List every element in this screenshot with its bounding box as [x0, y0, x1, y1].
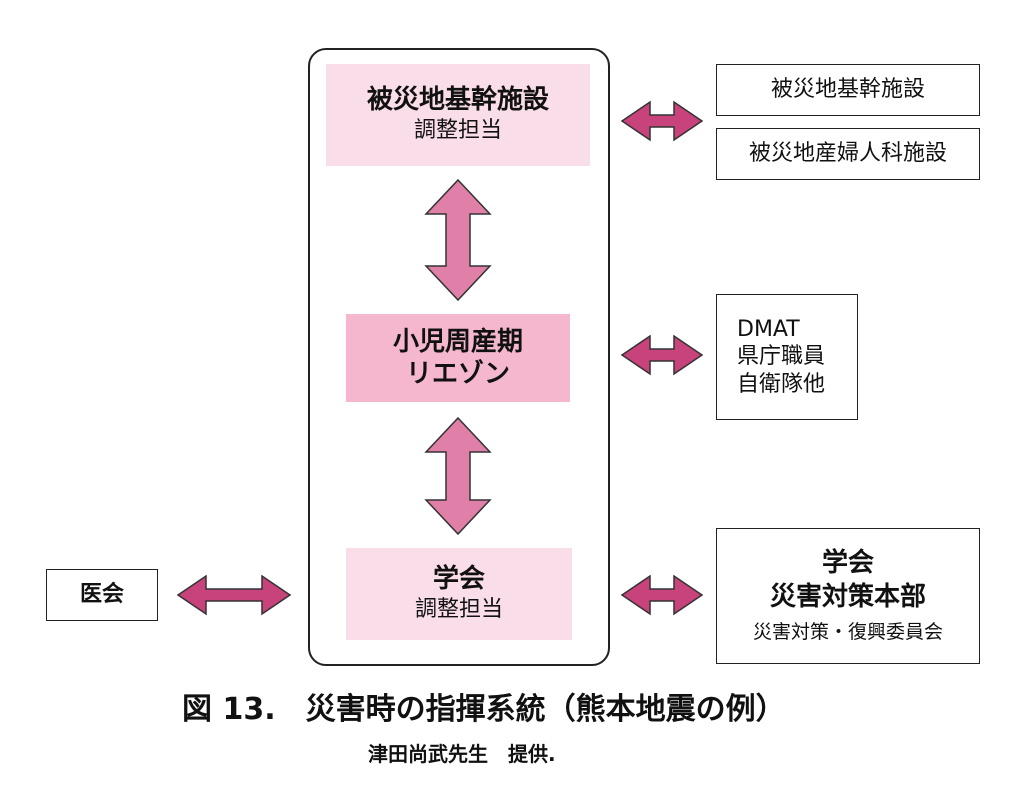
- right-box-dmat-line1: DMAT: [737, 316, 800, 342]
- center-box-base-facility-sub: 調整担当: [413, 117, 502, 143]
- right-box-disaster-hq-sub: 災害対策・復興委員会: [752, 621, 943, 644]
- center-box-base-facility-title: 被災地基幹施設: [366, 85, 549, 116]
- center-box-society-sub: 調整担当: [414, 596, 503, 622]
- center-box-liaison: 小児周産期 リエゾン: [346, 314, 570, 402]
- horizontal-arrow-right-top: [620, 100, 704, 142]
- horizontal-arrow-right-middle: [620, 334, 704, 376]
- figure-caption: 図 13. 災害時の指揮系統（熊本地震の例）: [182, 692, 786, 727]
- center-box-society: 学会 調整担当: [346, 548, 572, 640]
- vertical-arrow-bottom: [424, 416, 492, 536]
- right-box-base-facility-label: 被災地基幹施設: [770, 77, 925, 103]
- center-box-society-title: 学会: [432, 564, 485, 595]
- right-box-obgyn-facility-label: 被災地産婦人科施設: [748, 141, 947, 167]
- right-box-disaster-hq: 学会 災害対策本部 災害対策・復興委員会: [716, 528, 980, 664]
- figure-credit: 津田尚武先生 提供.: [368, 742, 556, 766]
- left-box-label: 医会: [79, 582, 124, 608]
- vertical-arrow-top: [424, 178, 492, 302]
- right-box-dmat-line3: 自衛隊他: [737, 371, 826, 397]
- right-box-obgyn-facility: 被災地産婦人科施設: [716, 128, 980, 180]
- right-box-dmat-line2: 県庁職員: [737, 344, 826, 370]
- right-box-dmat: DMAT 県庁職員 自衛隊他: [716, 294, 858, 420]
- right-box-base-facility: 被災地基幹施設: [716, 64, 980, 116]
- center-box-base-facility: 被災地基幹施設 調整担当: [326, 64, 590, 166]
- horizontal-arrow-right-bottom: [620, 574, 704, 616]
- right-box-disaster-hq-title2: 災害対策本部: [769, 581, 926, 612]
- left-box-medical-association: 医会: [46, 569, 158, 621]
- horizontal-arrow-left: [176, 574, 292, 616]
- center-box-liaison-line2: リエゾン: [405, 359, 510, 389]
- right-box-disaster-hq-title1: 学会: [821, 547, 874, 578]
- center-box-liaison-line1: 小児周産期: [392, 326, 523, 357]
